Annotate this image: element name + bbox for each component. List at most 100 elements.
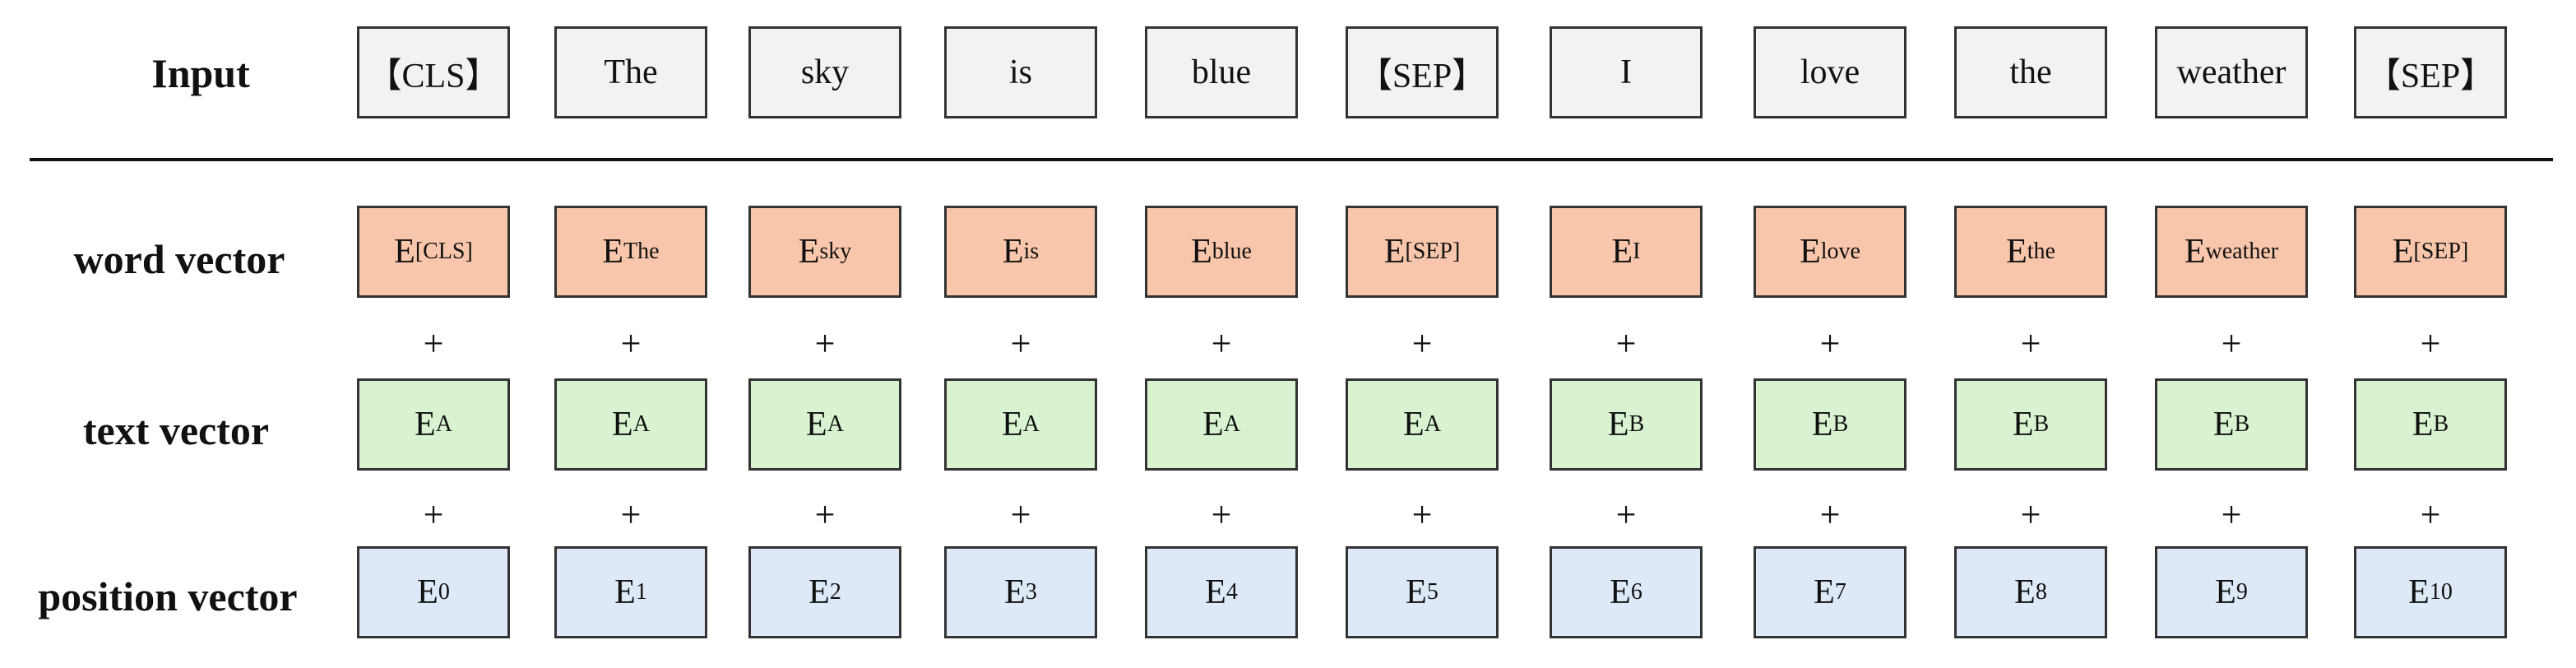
text-subscript: A bbox=[435, 411, 452, 437]
word-subscript: blue bbox=[1212, 239, 1252, 264]
plus-sign: + bbox=[2221, 323, 2242, 364]
base-symbol: E bbox=[2215, 573, 2236, 611]
position-subscript: 3 bbox=[1025, 579, 1037, 605]
base-symbol: E bbox=[1607, 406, 1629, 443]
text-subscript: B bbox=[1832, 411, 1849, 437]
input-box: the bbox=[1954, 26, 2107, 118]
input-box: is bbox=[944, 26, 1097, 118]
text-subscript: B bbox=[2033, 411, 2050, 437]
row-label-text-vector: text vector bbox=[82, 407, 270, 453]
base-symbol: E bbox=[1191, 233, 1212, 271]
position-subscript: 10 bbox=[2429, 579, 2453, 605]
base-symbol: E bbox=[2012, 406, 2034, 443]
text-subscript: A bbox=[1022, 411, 1040, 437]
base-symbol: E bbox=[612, 406, 633, 443]
base-symbol: E bbox=[602, 233, 624, 271]
input-box: love bbox=[1754, 26, 1907, 118]
word-subscript: weather bbox=[2205, 239, 2279, 264]
row-label-input: Input bbox=[151, 50, 250, 96]
plus-sign: + bbox=[2020, 323, 2041, 364]
base-symbol: E bbox=[1202, 406, 1224, 443]
row-label-position-vector: position vector bbox=[38, 573, 298, 619]
plus-sign: + bbox=[1010, 494, 1031, 535]
plus-sign: + bbox=[1411, 323, 1433, 364]
base-symbol: E bbox=[417, 573, 438, 611]
input-box: 【CLS】 bbox=[357, 26, 510, 118]
word-subscript: [SEP] bbox=[2413, 239, 2469, 264]
base-symbol: E bbox=[1811, 406, 1833, 443]
base-symbol: E bbox=[2006, 233, 2027, 271]
text-subscript: B bbox=[2234, 411, 2250, 437]
plus-sign: + bbox=[423, 494, 444, 535]
position-subscript: 4 bbox=[1225, 579, 1238, 605]
row-label-word-vector: word vector bbox=[73, 236, 285, 282]
input-box: 【SEP】 bbox=[2354, 26, 2507, 118]
base-symbol: E bbox=[2408, 573, 2430, 611]
text-subscript: B bbox=[2433, 411, 2449, 437]
plus-sign: + bbox=[1010, 323, 1031, 364]
input-box: sky bbox=[748, 26, 901, 118]
text-subscript: A bbox=[1223, 411, 1240, 437]
plus-sign: + bbox=[814, 494, 836, 535]
word-box: E[SEP] bbox=[1346, 206, 1499, 298]
text-subscript: A bbox=[632, 411, 650, 437]
plus-sign: + bbox=[1819, 494, 1841, 535]
word-subscript: the bbox=[2027, 239, 2055, 264]
text-subscript: B bbox=[1629, 411, 1645, 437]
base-symbol: E bbox=[1004, 573, 1026, 611]
base-symbol: E bbox=[1814, 573, 1835, 611]
base-symbol: E bbox=[808, 573, 830, 611]
position-subscript: 2 bbox=[829, 579, 841, 605]
base-symbol: E bbox=[806, 406, 827, 443]
word-subscript: The bbox=[623, 239, 660, 264]
input-box: The bbox=[554, 26, 707, 118]
word-box: E[CLS] bbox=[357, 206, 510, 298]
plus-sign: + bbox=[2420, 323, 2441, 364]
base-symbol: E bbox=[1611, 233, 1633, 271]
plus-sign: + bbox=[1411, 494, 1433, 535]
word-subscript: sky bbox=[819, 239, 852, 264]
input-box: blue bbox=[1145, 26, 1298, 118]
input-box: weather bbox=[2155, 26, 2308, 118]
position-subscript: 0 bbox=[438, 579, 450, 605]
base-symbol: E bbox=[1002, 406, 1023, 443]
plus-sign: + bbox=[2020, 494, 2041, 535]
base-symbol: E bbox=[2412, 406, 2434, 443]
base-symbol: E bbox=[1002, 233, 1024, 271]
position-subscript: 6 bbox=[1630, 579, 1642, 605]
base-symbol: E bbox=[415, 406, 436, 443]
plus-sign: + bbox=[1615, 323, 1637, 364]
plus-sign: + bbox=[1819, 323, 1841, 364]
word-subscript: [SEP] bbox=[1405, 239, 1461, 264]
input-box: 【SEP】 bbox=[1346, 26, 1499, 118]
input-box: I bbox=[1550, 26, 1703, 118]
position-subscript: 7 bbox=[1834, 579, 1846, 605]
position-subscript: 1 bbox=[635, 579, 647, 605]
base-symbol: E bbox=[614, 573, 636, 611]
word-subscript: I bbox=[1633, 239, 1641, 264]
word-subscript: [CLS] bbox=[415, 239, 473, 264]
plus-sign: + bbox=[1211, 494, 1232, 535]
